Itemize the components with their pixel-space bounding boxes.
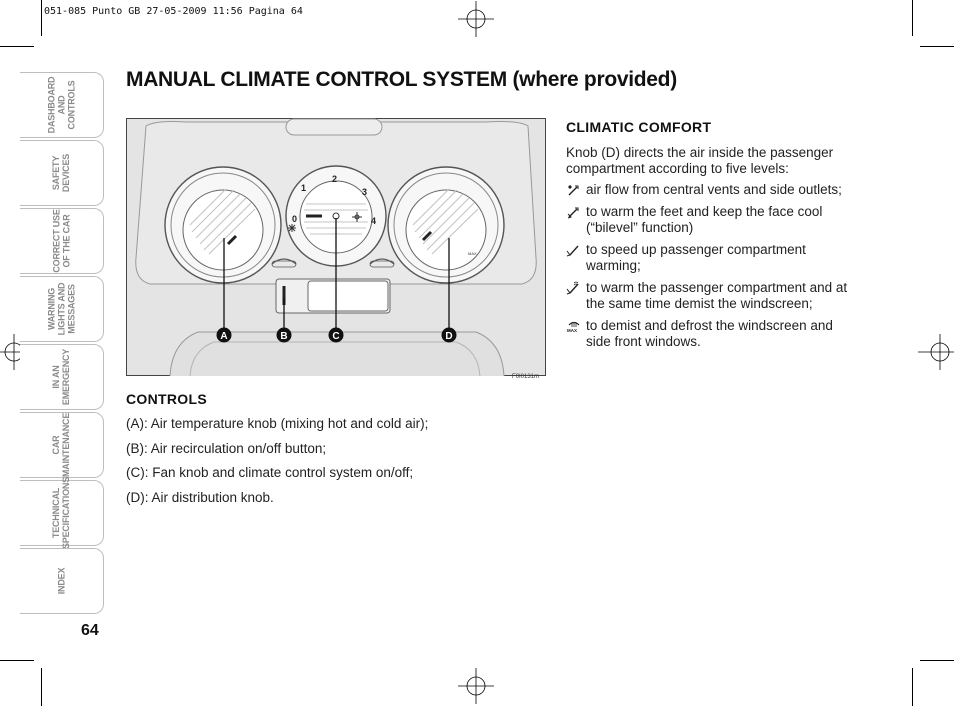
tab-in-an-emergency[interactable]: IN AN EMERGENCY — [20, 344, 104, 410]
page-number: 64 — [81, 622, 99, 639]
print-header: 051-085 Punto GB 27-05-2009 11:56 Pagina… — [44, 6, 303, 17]
feet-demist-icon — [566, 281, 579, 295]
max-defrost-icon: MAX — [567, 321, 580, 333]
list-item: MAX to demist and defrost the windscreen… — [566, 318, 856, 350]
tab-label: WARNING LIGHTS AND MESSAGES — [46, 282, 77, 336]
fan-scale-3: 3 — [362, 187, 367, 197]
crop-mark — [920, 660, 954, 661]
tab-label: TECHNICAL SPECIFICATIONS — [51, 476, 72, 550]
level-text: to warm the feet and keep the face cool … — [586, 204, 823, 235]
tab-technical-specifications[interactable]: TECHNICAL SPECIFICATIONS — [20, 476, 104, 550]
list-item: (B): Air recirculation on/off button; — [126, 440, 327, 456]
tab-label: CAR MAINTENANCE — [51, 412, 72, 478]
list-item: to warm the feet and keep the face cool … — [566, 204, 856, 236]
controls-list: (A): Air temperature knob (mixing hot an… — [126, 416, 556, 514]
climate-control-figure: 0 1 2 3 4 MAX — [126, 118, 546, 376]
face-vents-icon — [568, 185, 579, 196]
crop-mark — [912, 668, 913, 706]
tab-car-maintenance[interactable]: CAR MAINTENANCE — [20, 412, 104, 478]
recirculation-icon — [369, 258, 395, 268]
list-item: air flow from central vents and side out… — [566, 182, 856, 198]
tab-label: DASHBOARD AND CONTROLS — [46, 76, 77, 134]
sun-icon — [352, 212, 362, 222]
registration-mark — [458, 1, 494, 37]
svg-text:A: A — [220, 331, 227, 342]
svg-text:C: C — [332, 331, 339, 342]
callout-d: D — [441, 327, 457, 343]
snowflake-icon — [288, 224, 296, 232]
svg-text:B: B — [280, 331, 287, 342]
climatic-comfort-intro: Knob (D) directs the air inside the pass… — [566, 145, 834, 176]
fan-scale-1: 1 — [301, 183, 306, 193]
feet-face-icon — [567, 207, 579, 219]
tab-correct-use[interactable]: CORRECT USE OF THE CAR — [20, 208, 104, 274]
crop-mark — [0, 46, 34, 47]
page-title: MANUAL CLIMATE CONTROL SYSTEM (where pro… — [126, 68, 677, 91]
crop-mark — [920, 46, 954, 47]
list-item: (C): Fan knob and climate control system… — [126, 465, 414, 480]
max-label: MAX — [468, 251, 477, 256]
crop-mark — [41, 0, 42, 36]
tab-warning-lights[interactable]: WARNING LIGHTS AND MESSAGES — [20, 276, 104, 342]
level-text: to warm the passenger compartment and at… — [586, 280, 848, 311]
crop-mark — [0, 660, 34, 661]
tab-label: CORRECT USE OF THE CAR — [51, 209, 72, 273]
list-item: to warm the passenger compartment and at… — [566, 280, 856, 312]
callout-b: B — [276, 327, 292, 343]
tab-index[interactable]: INDEX — [20, 548, 104, 614]
level-text: air flow from central vents and side out… — [586, 182, 842, 197]
controls-heading: CONTROLS — [126, 391, 207, 407]
tab-dashboard-and-controls[interactable]: DASHBOARD AND CONTROLS — [20, 72, 104, 138]
list-item: to speed up passenger compartment warmin… — [566, 242, 856, 274]
svg-text:MAX: MAX — [567, 328, 577, 333]
level-text: to speed up passenger compartment warmin… — [586, 242, 806, 273]
knob-c: 0 1 2 3 4 — [285, 165, 387, 267]
svg-text:D: D — [445, 331, 452, 342]
tab-label: IN AN EMERGENCY — [51, 348, 72, 406]
list-item: (A): Air temperature knob (mixing hot an… — [126, 416, 429, 431]
registration-mark — [918, 334, 954, 370]
knob-a — [164, 166, 282, 284]
fan-scale-2: 2 — [332, 174, 337, 184]
recirculation-button — [275, 278, 391, 314]
crop-mark — [912, 0, 913, 36]
callout-a: A — [216, 327, 232, 343]
climatic-comfort-heading: CLIMATIC COMFORT — [566, 119, 712, 135]
fan-scale-4: 4 — [371, 216, 376, 226]
crop-mark — [41, 668, 42, 706]
registration-mark — [458, 668, 494, 704]
tab-label: SAFETY DEVICES — [51, 153, 72, 193]
knob-d: MAX — [387, 166, 505, 284]
feet-icon — [566, 245, 579, 257]
recirculation-icon — [271, 258, 297, 268]
tab-safety-devices[interactable]: SAFETY DEVICES — [20, 140, 104, 206]
figure-code: F0I0131m — [512, 374, 540, 380]
level-text: to demist and defrost the windscreen and… — [586, 318, 833, 349]
fan-scale-0: 0 — [292, 214, 297, 224]
tab-label: INDEX — [56, 567, 67, 595]
list-item: (D): Air distribution knob. — [126, 489, 274, 505]
distribution-levels: air flow from central vents and side out… — [566, 182, 856, 356]
callout-c: C — [328, 327, 344, 343]
